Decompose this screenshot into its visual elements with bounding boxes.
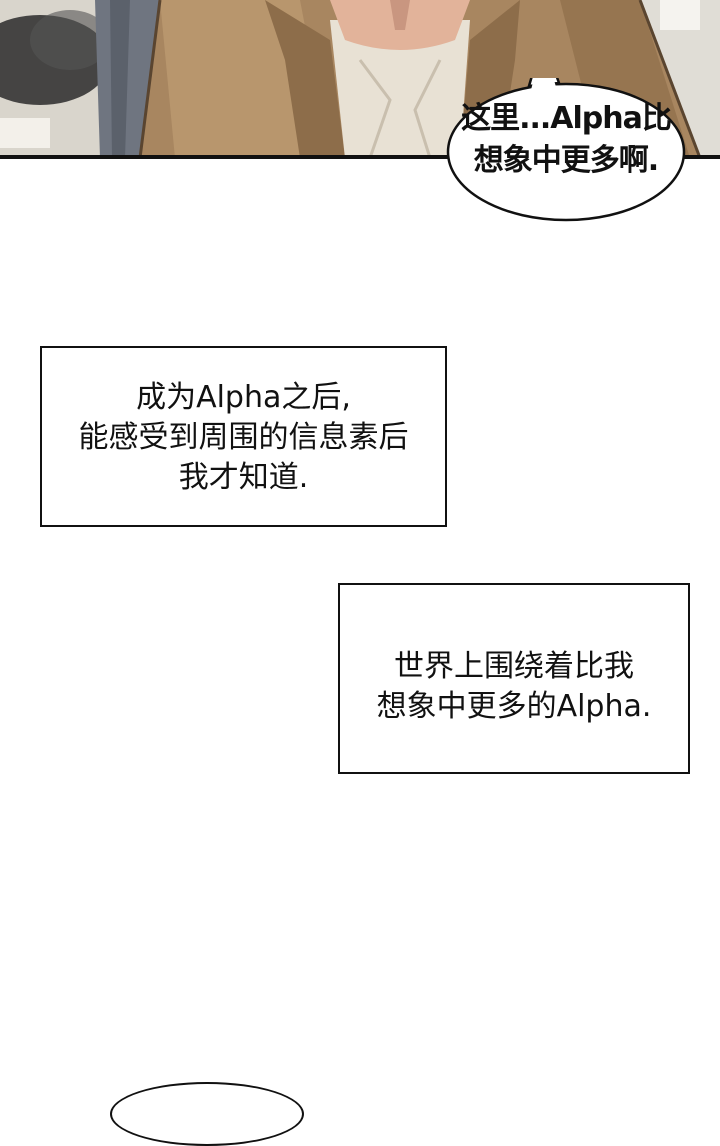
narration-2-line-2: 想象中更多的Alpha.: [376, 689, 652, 724]
narration-2-line-1: 世界上围绕着比我: [394, 649, 634, 684]
narration-1-line-3: 我才知道.: [178, 460, 309, 495]
speech-bubble-shape: [446, 78, 686, 222]
speech-bubble: 这里...Alpha比 想象中更多啊.: [443, 78, 689, 228]
speech-line-1: 这里...Alpha比: [461, 101, 672, 136]
narration-1-line-2: 能感受到周围的信息素后: [78, 420, 409, 455]
narration-box-1: 成为Alpha之后, 能感受到周围的信息素后 我才知道.: [40, 346, 447, 527]
narration-1-line-1: 成为Alpha之后,: [136, 380, 351, 415]
speech-text: 这里...Alpha比 想象中更多啊.: [453, 98, 679, 182]
speech-line-2: 想象中更多啊.: [473, 143, 659, 178]
panel-border: [0, 155, 720, 159]
narration-box-2: 世界上围绕着比我 想象中更多的Alpha.: [338, 583, 690, 774]
partial-speech-bubble: [110, 1082, 304, 1146]
